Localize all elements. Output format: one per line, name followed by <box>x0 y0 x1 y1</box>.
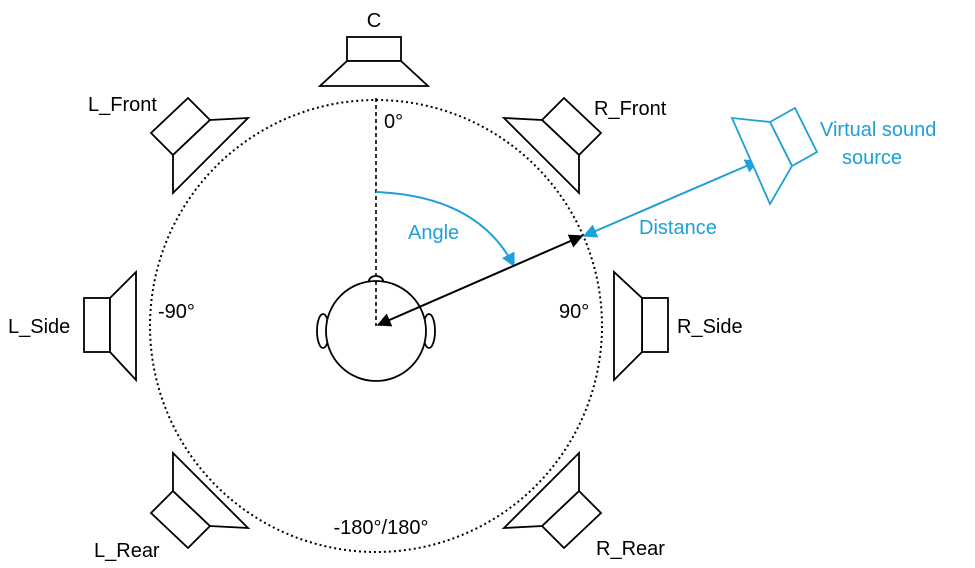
label-center: C <box>367 10 381 32</box>
listening-circle <box>149 99 603 553</box>
label-left-front: L_Front <box>88 94 157 116</box>
label-right-front: R_Front <box>594 98 667 120</box>
speaker-right-front-icon <box>501 96 603 196</box>
label-left-rear: L_Rear <box>94 540 160 562</box>
label-virtual-source-line2: source <box>842 147 902 169</box>
label-angle-rear: -180°/180° <box>334 517 429 539</box>
radius-arrow <box>376 234 584 327</box>
distance-arrow <box>582 159 760 238</box>
label-right-side: R_Side <box>677 316 743 338</box>
label-angle-right: 90° <box>559 301 589 323</box>
label-right-rear: R_Rear <box>596 538 665 560</box>
label-left-side: L_Side <box>8 316 70 338</box>
speaker-left-rear-icon <box>149 450 251 550</box>
speaker-right-side-icon <box>613 269 669 383</box>
speaker-right-rear-icon <box>501 450 603 550</box>
speaker-center-icon <box>317 36 431 87</box>
label-angle-front: 0° <box>384 111 403 133</box>
label-angle: Angle <box>408 222 459 244</box>
speaker-left-side-icon <box>83 269 137 383</box>
label-distance: Distance <box>639 217 717 239</box>
speaker-left-front-icon <box>149 96 251 196</box>
label-virtual-source-line1: Virtual sound <box>820 119 936 141</box>
label-angle-left: -90° <box>158 301 195 323</box>
virtual-source-speaker-icon <box>730 106 819 206</box>
